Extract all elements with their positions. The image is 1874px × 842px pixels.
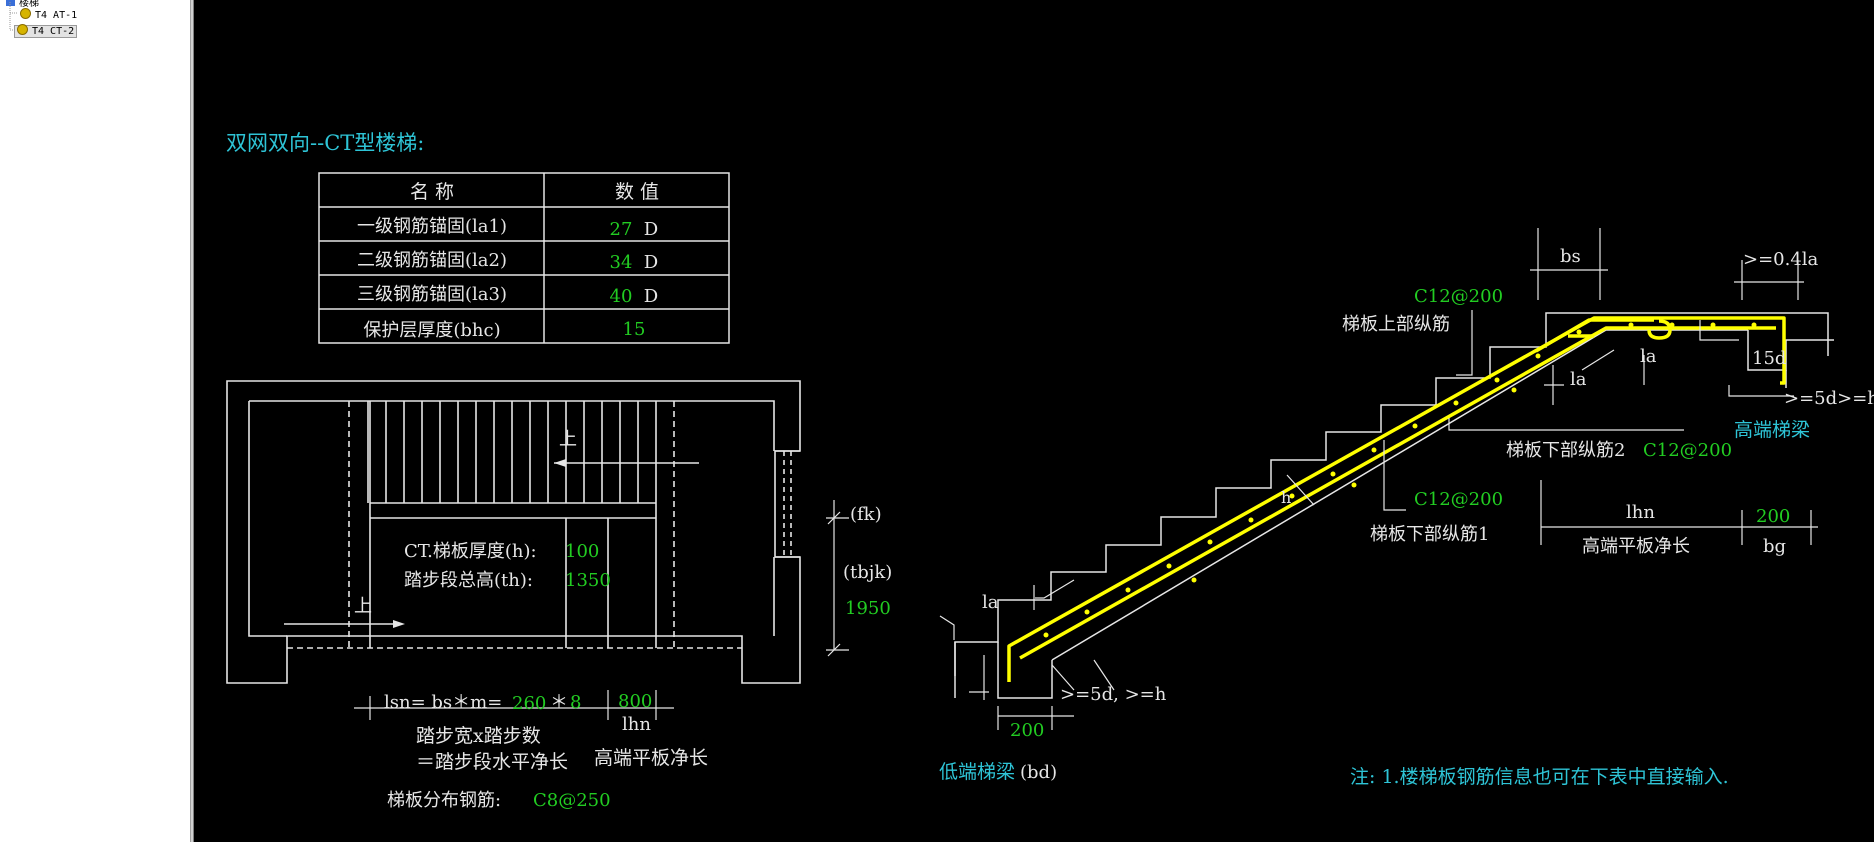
la-label: la [1640, 346, 1657, 367]
5d-h-label: >=5d>=h [1784, 388, 1874, 409]
la-label: la [1570, 369, 1587, 390]
15d-label: 15d [1752, 348, 1786, 369]
la-label: la [982, 592, 999, 613]
table-row-name: 保护层厚度(bhc) [363, 320, 500, 341]
note-text: 注: 1.楼梯板钢筋信息也可在下表中直接输入. [1350, 766, 1729, 788]
stair-section-view [954, 312, 1834, 699]
landing-caption: 高端平板净长 [1582, 536, 1690, 557]
low-beam-code: (bd) [1020, 762, 1057, 783]
caption-line2: ＝踏步段水平净长 [416, 751, 568, 773]
panel-splitter[interactable] [190, 0, 194, 842]
tree-item-label: T4 AT-1 [35, 10, 78, 21]
table-row-value[interactable]: 27 [610, 219, 633, 240]
section-dimensions [939, 228, 1818, 730]
bottom-rebar1-label: 梯板下部纵筋1 [1370, 524, 1489, 545]
tree-lines [9, 2, 18, 31]
table-row-name: 三级钢筋锚固(la3) [357, 284, 507, 305]
table-header-value: 数 值 [615, 181, 659, 203]
tbjk-label: (tbjk) [843, 562, 892, 583]
table-row-name: 二级钢筋锚固(la2) [357, 250, 507, 271]
arrow-left-icon [554, 459, 566, 467]
landing-value[interactable]: 800 [618, 691, 652, 712]
bs-label: bs [1560, 246, 1581, 267]
up-label-top: 上 [559, 429, 577, 450]
fk-label: (fk) [850, 504, 882, 525]
step-width-value[interactable]: 260 [512, 693, 546, 714]
height-value[interactable]: 1350 [565, 570, 611, 591]
bottom-rebar2-label: 梯板下部纵筋2 [1506, 440, 1625, 461]
bg-label: bg [1763, 536, 1786, 557]
cad-canvas[interactable]: 双网双向--CT型楼梯: 名 称 数 值 一级钢筋锚固(la1) 27 D 二级… [194, 0, 1874, 842]
thickness-label: CT.梯板厚度(h): [404, 541, 537, 562]
low-anchor-label: >=5d, >=h [1060, 684, 1167, 705]
times-sign: ＊ [550, 692, 568, 713]
rebar-dots [1043, 322, 1757, 638]
stair-plan-view [226, 380, 801, 684]
plan-width-dimension [826, 500, 849, 657]
high-beam-label: 高端梯梁 [1734, 419, 1810, 441]
anchor-04la-label: >=0.4la [1743, 249, 1819, 270]
top-rebar-label: 梯板上部纵筋 [1342, 314, 1450, 335]
bottom-rebar1-value[interactable]: C12@200 [1414, 489, 1503, 510]
lhn-label: lhn [1626, 502, 1655, 523]
low-beam-value[interactable]: 200 [1010, 720, 1044, 741]
height-label: 踏步段总高(th): [404, 570, 533, 591]
low-beam-label: 低端梯梁 [939, 761, 1015, 783]
table-row-unit: D [644, 286, 658, 307]
tree-item-label: T4 CT-2 [32, 26, 75, 37]
h-label: h [1281, 488, 1291, 507]
width-value[interactable]: 1950 [845, 598, 891, 619]
table-header-name: 名 称 [410, 181, 454, 203]
drawing-title: 双网双向--CT型楼梯: [226, 131, 424, 155]
parameter-table [318, 172, 730, 344]
caption-landing: 高端平板净长 [594, 747, 708, 769]
gear-icon [20, 8, 31, 19]
project-tree: 楼梯 T4 AT-1 T4 CT-2 [0, 0, 190, 842]
table-row-value[interactable]: 40 [610, 286, 633, 307]
tree-root-label: 楼梯 [19, 0, 39, 9]
table-row-name: 一级钢筋锚固(la1) [357, 216, 507, 237]
rebar-lines [1007, 316, 1786, 682]
thickness-value[interactable]: 100 [565, 541, 599, 562]
bg-value[interactable]: 200 [1756, 506, 1790, 527]
top-rebar-value[interactable]: C12@200 [1414, 286, 1503, 307]
table-row-unit: D [644, 219, 658, 240]
arrow-right-icon [393, 620, 405, 628]
lhn-label: lhn [622, 714, 651, 735]
distribution-value[interactable]: C8@250 [533, 790, 611, 811]
step-count-value[interactable]: 8 [570, 692, 581, 713]
bottom-rebar2-value[interactable]: C12@200 [1643, 440, 1732, 461]
table-row-unit: D [644, 252, 658, 273]
gear-icon [17, 24, 28, 35]
table-row-value[interactable]: 34 [610, 252, 633, 273]
table-row-value[interactable]: 15 [623, 319, 646, 340]
distribution-label: 梯板分布钢筋: [387, 790, 501, 811]
plan-length-dimension [354, 690, 674, 720]
lsn-label: lsn= bs＊m= [384, 692, 502, 713]
tree-item-at1[interactable]: T4 AT-1 [20, 8, 77, 21]
up-label-bottom: 上 [354, 596, 372, 617]
caption-line1: 踏步宽x踏步数 [416, 725, 541, 747]
tree-item-ct2[interactable]: T4 CT-2 [14, 24, 78, 38]
